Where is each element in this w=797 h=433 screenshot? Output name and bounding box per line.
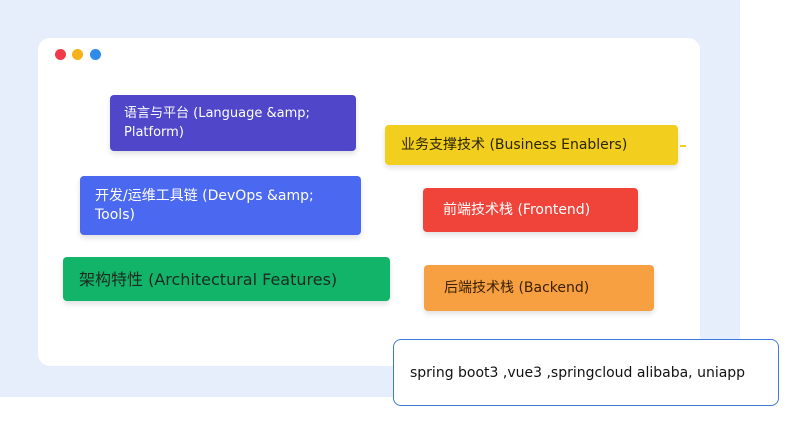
tag-language-platform-label: 语言与平台 (Language &amp; Platform) (124, 106, 310, 140)
tag-business-enablers-label: 业务支撑技术 (Business Enablers) (401, 136, 628, 153)
tag-language-platform[interactable]: 语言与平台 (Language &amp; Platform) (110, 95, 356, 151)
window-minimize-dot[interactable] (72, 49, 83, 60)
tag-devops-tools[interactable]: 开发/运维工具链 (DevOps &amp; Tools) (80, 176, 361, 235)
window-close-dot[interactable] (55, 49, 66, 60)
tag-business-enablers[interactable]: 业务支撑技术 (Business Enablers) (385, 125, 678, 165)
tech-stack-tooltip-text: spring boot3 ,vue3 ,springcloud alibaba,… (410, 364, 746, 381)
tag-architectural-features[interactable]: 架构特性 (Architectural Features) (63, 257, 390, 301)
connector-dash (680, 145, 686, 147)
tag-frontend[interactable]: 前端技术栈 (Frontend) (423, 188, 638, 232)
tech-stack-tooltip: spring boot3 ,vue3 ,springcloud alibaba,… (393, 339, 779, 406)
tag-devops-tools-label: 开发/运维工具链 (DevOps &amp; Tools) (95, 187, 314, 223)
tag-frontend-label: 前端技术栈 (Frontend) (443, 201, 591, 218)
tag-architectural-features-label: 架构特性 (Architectural Features) (79, 269, 338, 289)
tag-backend-label: 后端技术栈 (Backend) (444, 279, 590, 296)
window-maximize-dot[interactable] (90, 49, 101, 60)
tag-backend[interactable]: 后端技术栈 (Backend) (424, 265, 654, 311)
